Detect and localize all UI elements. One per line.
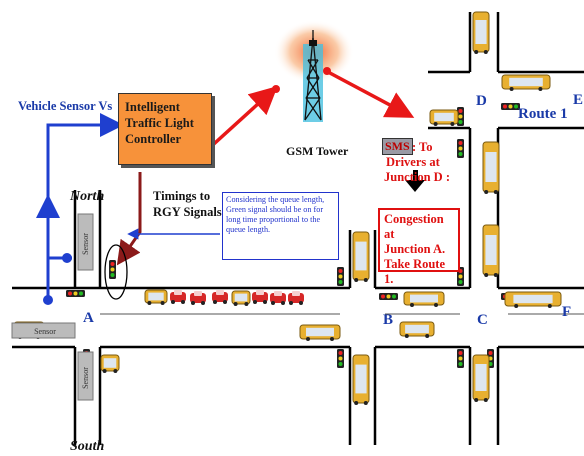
traffic-light-icon bbox=[66, 290, 85, 297]
vehicle-icon bbox=[252, 290, 268, 304]
traffic-light-icon bbox=[109, 260, 116, 279]
arrow-controller-to-tower bbox=[203, 85, 278, 154]
congestion-message-box: Congestion at Junction A. Take Route 1. bbox=[378, 208, 460, 286]
traffic-light-controller-box: Intelligent Traffic Light Controller bbox=[118, 93, 212, 165]
traffic-light-icon bbox=[379, 293, 398, 300]
vehicle-icon bbox=[352, 231, 370, 282]
junction-d-label: D bbox=[476, 93, 487, 109]
junction-b-label: B bbox=[383, 312, 393, 328]
svg-text:Sensor: Sensor bbox=[81, 367, 90, 389]
traffic-light-icon bbox=[337, 267, 344, 286]
vehicle-icon bbox=[504, 291, 562, 308]
congestion-line3: Take Route 1. bbox=[384, 257, 446, 286]
vehicle-icon bbox=[501, 74, 551, 91]
traffic-light-icon bbox=[457, 107, 464, 126]
sms-tag-text: SMS bbox=[385, 139, 410, 153]
arrow-controller-to-signal bbox=[116, 172, 142, 266]
timings-label-line2: RGY Signals bbox=[153, 205, 222, 219]
sensor-wiring bbox=[46, 123, 118, 300]
sensor-node-north bbox=[62, 253, 72, 263]
vehicle-icon bbox=[472, 11, 490, 54]
sensor-west: Sensor bbox=[11, 322, 76, 339]
queue-length-note: Considering the queue length, Green sign… bbox=[222, 192, 339, 260]
vehicle-icon bbox=[403, 291, 445, 307]
controller-line3: Controller bbox=[125, 132, 182, 146]
sms-rest-line2: Drivers at bbox=[386, 155, 441, 169]
sms-rest-line1: : To bbox=[412, 140, 433, 154]
svg-text:Sensor: Sensor bbox=[34, 327, 56, 336]
sms-rest-line3: Junction D : bbox=[384, 170, 450, 184]
svg-text:Sensor: Sensor bbox=[81, 233, 90, 255]
vehicle-icon bbox=[482, 141, 500, 194]
timings-label-line1: Timings to bbox=[153, 189, 210, 203]
traffic-light-icon bbox=[457, 349, 464, 368]
vehicle-icon bbox=[170, 290, 186, 304]
arrow-tower-to-junction-d bbox=[327, 70, 415, 118]
vehicle-sensor-label: Vehicle Sensor Vs bbox=[18, 99, 112, 113]
vehicle-icon bbox=[482, 224, 500, 277]
traffic-light-icon bbox=[457, 139, 464, 158]
road-network bbox=[12, 12, 584, 445]
vehicle-icon bbox=[352, 354, 370, 405]
vehicle-icon bbox=[288, 291, 304, 305]
gsm-tower-icon bbox=[274, 20, 354, 122]
sensor-node-a bbox=[43, 295, 53, 305]
congestion-line2: Junction A. bbox=[384, 242, 446, 256]
route1-label: Route 1 bbox=[518, 106, 568, 122]
sensors: Sensor Sensor Sensor bbox=[11, 213, 94, 401]
vehicle-icon bbox=[270, 291, 286, 305]
sensor-south: Sensor bbox=[77, 351, 94, 401]
sms-down-arrow-icon bbox=[405, 170, 425, 192]
controller-line2: Traffic Light bbox=[125, 116, 194, 130]
vehicle-icon bbox=[399, 321, 435, 338]
gsm-tower-label: GSM Tower bbox=[286, 144, 349, 158]
north-label: North bbox=[69, 189, 104, 204]
vehicle-icon bbox=[212, 290, 228, 304]
tower-left-dot bbox=[272, 85, 280, 93]
vehicle-icon bbox=[100, 354, 120, 373]
vehicle-icon bbox=[144, 289, 168, 305]
congestion-line1: Congestion at bbox=[384, 212, 444, 241]
junction-c-label: C bbox=[477, 312, 488, 328]
tower-right-dot bbox=[323, 67, 331, 75]
queue-length-note-text: Considering the queue length, Green sign… bbox=[226, 195, 325, 234]
vehicle-icon bbox=[231, 290, 251, 306]
junction-a-label: A bbox=[83, 310, 94, 326]
junction-f-label: F bbox=[562, 304, 571, 320]
vehicle-icon bbox=[190, 291, 206, 305]
controller-line1: Intelligent bbox=[125, 100, 180, 114]
route-e-label: E bbox=[573, 92, 583, 108]
traffic-light-icon bbox=[501, 103, 520, 110]
vehicle-icon bbox=[429, 109, 459, 126]
signal-highlight-ellipse bbox=[104, 244, 128, 300]
south-label: South bbox=[70, 439, 104, 454]
sensor-north: Sensor bbox=[77, 213, 94, 271]
sms-tag: SMS bbox=[382, 138, 413, 155]
vehicle-icon bbox=[299, 324, 341, 341]
traffic-light-icon bbox=[337, 349, 344, 368]
vehicle-icon bbox=[472, 354, 490, 402]
